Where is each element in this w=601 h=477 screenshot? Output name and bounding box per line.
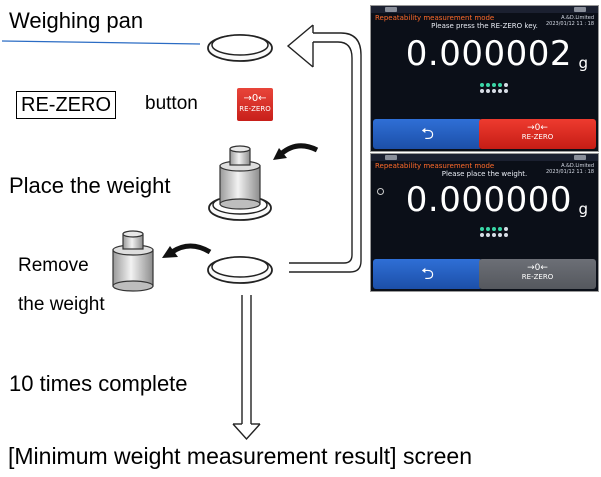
rezero-symbol: →0←: [527, 123, 548, 133]
battery-icon: [574, 7, 586, 12]
weight-on-pan-icon: [208, 143, 319, 221]
weighing-pan-top-icon: [207, 34, 273, 62]
rezero-label: RE-ZERO: [521, 133, 554, 141]
return-arrow-icon: ⮌: [421, 264, 434, 283]
remove-label-line1: Remove: [18, 255, 89, 276]
battery-icon: [574, 155, 586, 160]
weighing-pan-label: Weighing pan: [9, 8, 144, 33]
progress-dot: [480, 227, 484, 231]
screen-top-bar: [371, 6, 598, 13]
home-icon: [385, 7, 397, 12]
progress-dot: [498, 89, 502, 93]
place-weight-label: Place the weight: [9, 173, 171, 198]
result-screen-label: [Minimum weight measurement result] scre…: [8, 443, 472, 469]
balance-screen-1: Repeatability measurement mode A.&D.Limi…: [370, 5, 599, 152]
progress-dot: [480, 233, 484, 237]
back-button[interactable]: ⮌: [373, 259, 482, 289]
progress-dot: [486, 233, 490, 237]
rezero-label: RE-ZERO: [521, 273, 554, 281]
return-arrow-icon: ⮌: [421, 124, 434, 143]
rezero-symbol: →0←: [527, 263, 548, 273]
rezero-button-icon: →0← RE-ZERO: [237, 88, 273, 121]
button-word-label: button: [145, 93, 198, 114]
remove-label-line2: the weight: [18, 294, 105, 315]
progress-dot: [492, 83, 496, 87]
mode-title: Repeatability measurement mode: [375, 162, 495, 170]
ten-times-label: 10 times complete: [9, 371, 188, 396]
progress-dot: [486, 89, 490, 93]
progress-dot: [486, 83, 490, 87]
instruction-message: Please place the weight.: [441, 170, 528, 178]
weight-unit: g: [578, 200, 588, 218]
balance-screen-2: Repeatability measurement mode A.&D.Limi…: [370, 153, 599, 292]
back-button[interactable]: ⮌: [373, 119, 482, 149]
weight-value: 0.000000: [405, 180, 572, 220]
rezero-symbol: →0←: [243, 93, 267, 104]
progress-dot: [480, 89, 484, 93]
progress-dot: [486, 227, 490, 231]
stability-circle-icon: [377, 188, 384, 195]
weight-value: 0.000002: [405, 34, 572, 74]
progress-dot: [504, 233, 508, 237]
progress-dot: [480, 83, 484, 87]
progress-dot: [492, 233, 496, 237]
progress-dot: [492, 227, 496, 231]
weight-unit: g: [578, 54, 588, 72]
rezero-label-box: RE-ZERO: [16, 91, 116, 119]
rezero-button[interactable]: →0← RE-ZERO: [479, 259, 596, 289]
progress-dot: [498, 83, 502, 87]
home-icon: [385, 155, 397, 160]
progress-dot: [504, 227, 508, 231]
screen-top-bar: [371, 154, 598, 161]
mode-title: Repeatability measurement mode: [375, 14, 495, 22]
progress-dot: [498, 233, 502, 237]
progress-dot: [498, 227, 502, 231]
removed-weight-icon: [112, 230, 212, 292]
progress-dot: [504, 83, 508, 87]
instruction-message: Please press the RE-ZERO key.: [431, 22, 538, 30]
rezero-button[interactable]: →0← RE-ZERO: [479, 119, 596, 149]
weighing-pan-bottom-icon: [207, 256, 273, 284]
rezero-icon-text: RE-ZERO: [239, 105, 271, 113]
progress-dot: [504, 89, 508, 93]
progress-dot: [492, 89, 496, 93]
